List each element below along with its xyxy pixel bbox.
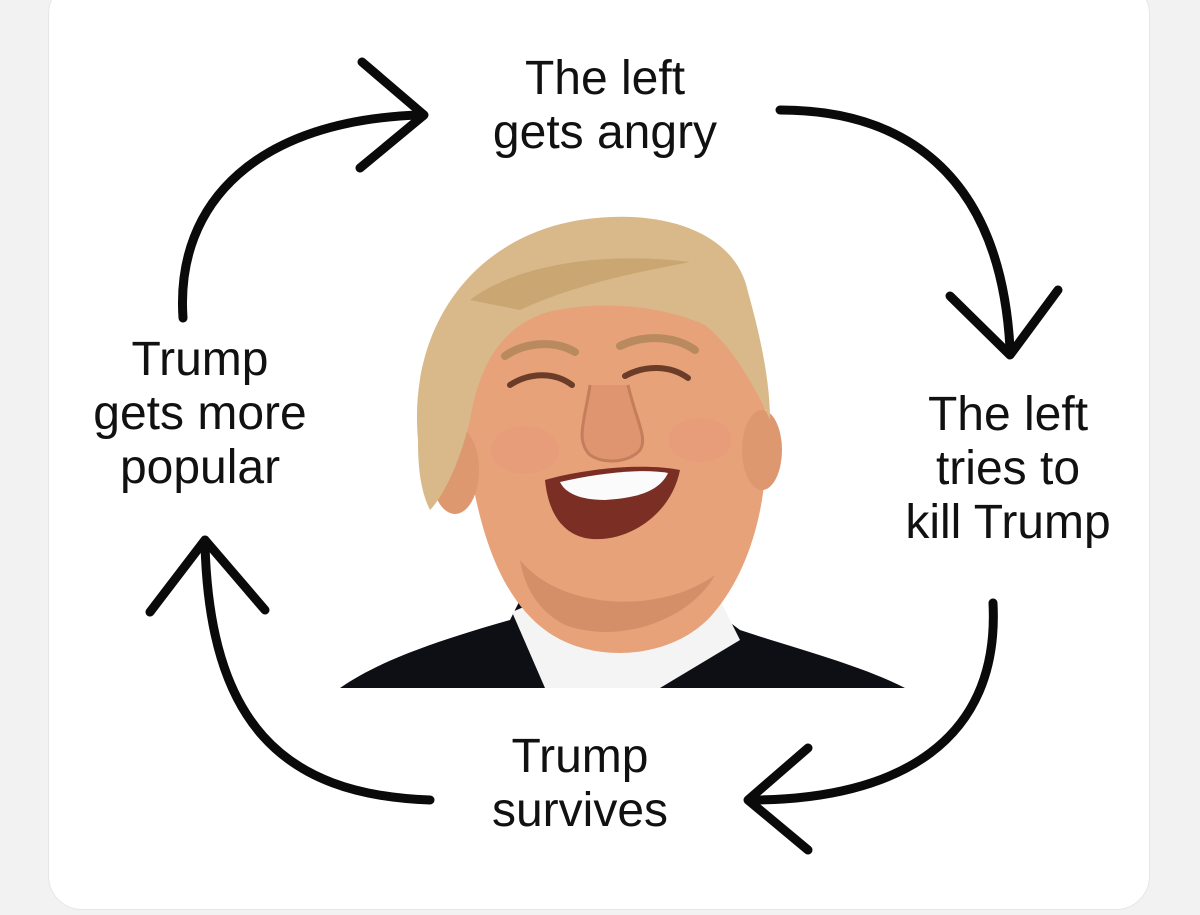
- cycle-step-left: Trump gets more popular: [40, 333, 360, 495]
- cycle-step-right-line-3: kill Trump: [905, 496, 1111, 549]
- arrow-bottom-to-left: [200, 540, 435, 805]
- cycle-step-top-line-1: The left: [524, 52, 686, 105]
- cycle-step-left-line-1: Trump: [131, 333, 269, 386]
- cycle-step-bottom: Trump survives: [420, 730, 740, 838]
- cycle-step-right: The left tries to kill Trump: [858, 388, 1158, 550]
- right-ear: [742, 410, 782, 490]
- arrow-right-to-bottom-head: [743, 743, 813, 855]
- cycle-step-left-line-2: gets more: [93, 387, 307, 440]
- cycle-step-top-line-2: gets angry: [492, 106, 718, 159]
- cycle-step-right-line-1: The left: [927, 388, 1089, 441]
- cycle-step-left-line-3: popular: [119, 441, 281, 494]
- arrow-top-to-right-head: [945, 285, 1063, 360]
- left-eye: [507, 372, 575, 388]
- arrow-left-to-top: [177, 110, 425, 323]
- cycle-arrows: [145, 57, 1063, 855]
- cycle-step-top: The left gets angry: [440, 52, 770, 160]
- arrow-right-to-bottom: [745, 598, 998, 805]
- cycle-step-right-line-2: tries to: [935, 442, 1081, 495]
- center-portrait: [340, 216, 905, 688]
- nose: [580, 384, 645, 463]
- right-eye: [622, 365, 691, 381]
- arrow-bottom-to-left-head: [145, 535, 270, 617]
- cycle-step-bottom-line-1: Trump: [511, 730, 649, 783]
- arrow-left-to-top-head: [355, 57, 429, 173]
- cycle-step-bottom-line-2: survives: [491, 784, 669, 837]
- teeth: [560, 471, 668, 500]
- arrow-top-to-right: [775, 105, 1015, 353]
